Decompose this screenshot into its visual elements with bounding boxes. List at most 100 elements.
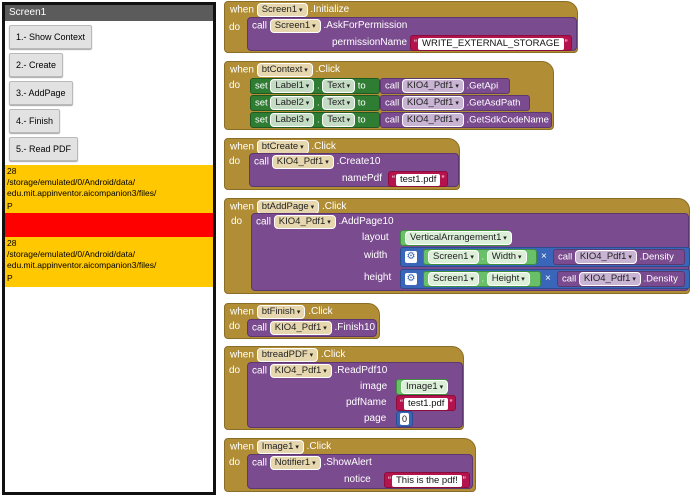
component-dropdown[interactable]: KIO4_Pdf1	[269, 321, 332, 335]
when-keyword: when	[230, 141, 254, 153]
component-dropdown[interactable]: KIO4_Pdf1	[273, 215, 336, 229]
when-btcreate-click-block[interactable]: when btCreate .Click do call KIO4_Pdf1 .…	[224, 138, 460, 190]
property-dropdown[interactable]: Width	[486, 250, 527, 264]
to-keyword: to	[357, 80, 366, 92]
number-value[interactable]: 0	[400, 413, 410, 425]
call-density-block[interactable]: call KIO4_Pdf1 .Density	[553, 249, 685, 265]
method-name: .Finish10	[334, 322, 376, 333]
phone-preview: Screen1 1.- Show Context 2.- Create 3.- …	[2, 2, 216, 495]
call-get-asd-path-block[interactable]: call KIO4_Pdf1 .GetAsdPath	[380, 95, 530, 111]
property-dropdown[interactable]: Text	[322, 79, 356, 93]
finish-button[interactable]: 4.- Finish	[9, 109, 61, 133]
when-keyword: when	[230, 306, 254, 318]
component-dropdown[interactable]: Screen1	[256, 3, 308, 17]
event-name: .Click	[321, 201, 347, 212]
component-dropdown[interactable]: Screen1	[269, 19, 321, 33]
component-dropdown[interactable]: KIO4_Pdf1	[574, 250, 637, 264]
string-value[interactable]: WRITE_EXTERNAL_STORAGE	[418, 38, 564, 50]
component-dropdown[interactable]: KIO4_Pdf1	[401, 113, 464, 127]
property-dropdown[interactable]: Height	[486, 272, 530, 286]
call-add-page10-block[interactable]: call KIO4_Pdf1 .AddPage10 layout Vertica…	[251, 213, 690, 291]
label1-line: 28	[7, 166, 17, 176]
set-label3-text-block[interactable]: set Label3 . Text to	[250, 112, 380, 128]
component-dropdown[interactable]: btContext	[256, 63, 313, 77]
show-context-button[interactable]: 1.- Show Context	[9, 25, 93, 49]
component-dropdown[interactable]: Image1	[256, 440, 304, 454]
call-ask-for-permission-block[interactable]: call Screen1 .AskForPermission permissio…	[247, 17, 577, 51]
to-keyword: to	[357, 114, 366, 126]
when-screen1-initialize-block[interactable]: when Screen1 .Initialize do call Screen1…	[224, 1, 578, 53]
string-value[interactable]: test1.pdf	[404, 398, 449, 410]
when-keyword: when	[230, 201, 254, 213]
call-show-alert-block[interactable]: call Notifier1 .ShowAlert notice This is…	[247, 454, 473, 489]
vertical-arrangement-block[interactable]: VerticalArrangement1	[400, 230, 512, 246]
call-density-block[interactable]: call KIO4_Pdf1 .Density	[557, 271, 685, 287]
string-block[interactable]: test1.pdf	[396, 395, 457, 411]
component-dropdown[interactable]: Notifier1	[269, 456, 321, 470]
when-btaddpage-click-block[interactable]: when btAddPage .Click do call KIO4_Pdf1 …	[224, 198, 690, 294]
method-name: .GetApi	[466, 80, 499, 92]
multiply-width-block[interactable]: ⚙ Screen1 . Width × call KIO4_Pdf1 .Dens…	[400, 247, 690, 267]
event-name: .Click	[308, 306, 333, 317]
string-block[interactable]: WRITE_EXTERNAL_STORAGE	[410, 35, 572, 51]
multiply-height-block[interactable]: ⚙ Screen1 . Height × call KIO4_Pdf1 .Den…	[400, 269, 690, 289]
property-dropdown[interactable]: Text	[322, 96, 356, 110]
component-dropdown[interactable]: KIO4_Pdf1	[269, 364, 332, 378]
method-name: .ReadPdf10	[334, 365, 388, 376]
param-label: namePdf	[342, 173, 383, 184]
call-keyword: call	[252, 322, 268, 334]
add-page-button[interactable]: 3.- AddPage	[9, 81, 73, 105]
string-block[interactable]: This is the pdf!	[384, 472, 470, 488]
call-finish10-block[interactable]: call KIO4_Pdf1 .Finish10	[247, 319, 377, 337]
call-read-pdf10-block[interactable]: call KIO4_Pdf1 .ReadPdf10 image Image1 p…	[247, 362, 463, 428]
create-button[interactable]: 2.- Create	[9, 53, 64, 77]
gear-icon[interactable]: ⚙	[405, 273, 417, 285]
label-dropdown[interactable]: Label3	[270, 113, 315, 127]
component-dropdown[interactable]: Screen1	[428, 250, 479, 264]
component-dropdown[interactable]: KIO4_Pdf1	[578, 272, 641, 286]
component-dropdown[interactable]: KIO4_Pdf1	[401, 79, 464, 93]
image1-block[interactable]: Image1	[396, 379, 449, 395]
set-label2-text-block[interactable]: set Label2 . Text to	[250, 95, 380, 111]
label2-line: /storage/emulated/0/Android/data/	[7, 249, 136, 259]
gear-icon[interactable]: ⚙	[405, 251, 417, 263]
component-dropdown[interactable]: btCreate	[256, 140, 309, 154]
screen1-width-block[interactable]: Screen1 . Width	[423, 249, 537, 265]
component-dropdown[interactable]: btreadPDF	[256, 348, 319, 362]
param-label: width	[364, 250, 388, 261]
param-label: page	[364, 413, 387, 424]
property-dropdown[interactable]: Text	[322, 113, 356, 127]
component-dropdown[interactable]: btAddPage	[256, 200, 320, 214]
call-keyword: call	[385, 97, 400, 109]
number-block[interactable]: 0	[396, 411, 414, 427]
string-value[interactable]: test1.pdf	[396, 174, 441, 186]
label-dropdown[interactable]: Label2	[270, 96, 315, 110]
set-keyword: set	[255, 114, 268, 126]
string-value[interactable]: This is the pdf!	[392, 475, 462, 487]
when-btcontext-click-block[interactable]: when btContext .Click do set Label1 . Te…	[224, 61, 554, 130]
component-dropdown[interactable]: Image1	[401, 380, 449, 394]
call-get-api-block[interactable]: call KIO4_Pdf1 .GetApi	[380, 78, 510, 94]
call-create10-block[interactable]: call KIO4_Pdf1 .Create10 namePdf test1.p…	[249, 153, 459, 187]
set-label1-text-block[interactable]: set Label1 . Text to	[250, 78, 380, 94]
component-dropdown[interactable]: btFinish	[256, 305, 306, 319]
label2-line: 28	[7, 238, 17, 248]
component-dropdown[interactable]: VerticalArrangement1	[405, 231, 512, 245]
when-btfinish-click-block[interactable]: when btFinish .Click do call KIO4_Pdf1 .…	[224, 303, 380, 339]
read-pdf-button[interactable]: 5.- Read PDF	[9, 137, 79, 161]
method-name: .ShowAlert	[323, 457, 372, 468]
when-btreadpdf-click-block[interactable]: when btreadPDF .Click do call KIO4_Pdf1 …	[224, 346, 464, 430]
screen1-height-block[interactable]: Screen1 . Height	[423, 271, 541, 287]
when-image1-click-block[interactable]: when Image1 .Click do call Notifier1 .Sh…	[224, 438, 476, 492]
method-name: .Create10	[336, 156, 381, 167]
label1-output: 28 /storage/emulated/0/Android/data/ edu…	[5, 165, 213, 213]
call-get-sdk-code-name-block[interactable]: call KIO4_Pdf1 .GetSdkCodeName	[380, 112, 552, 128]
component-dropdown[interactable]: Screen1	[428, 272, 479, 286]
component-dropdown[interactable]: KIO4_Pdf1	[271, 155, 334, 169]
param-label: notice	[344, 474, 371, 485]
do-keyword: do	[229, 80, 241, 91]
red-divider	[5, 213, 213, 237]
component-dropdown[interactable]: KIO4_Pdf1	[401, 96, 464, 110]
string-block[interactable]: test1.pdf	[388, 171, 449, 187]
label-dropdown[interactable]: Label1	[270, 79, 315, 93]
